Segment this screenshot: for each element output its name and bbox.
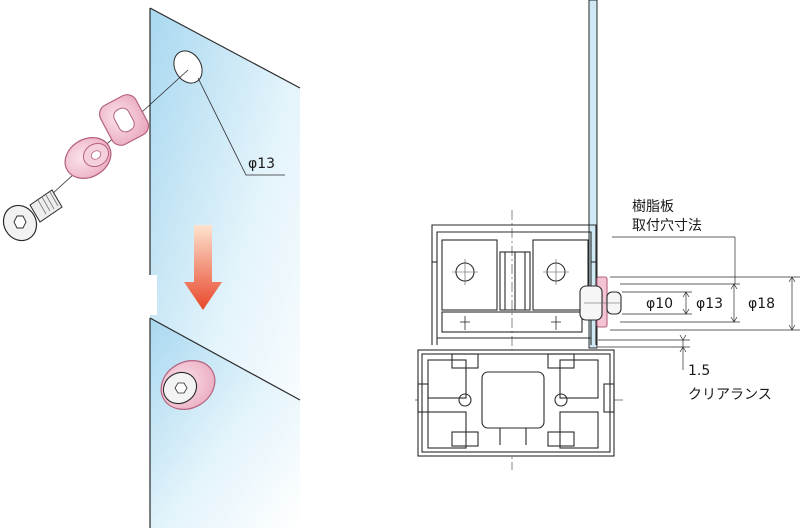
dim-phi13-label: φ13	[696, 296, 723, 312]
dimension-lines	[598, 236, 800, 370]
fastener-section	[579, 276, 622, 328]
section-view: 樹脂板 取付穴寸法 φ10 φ13 φ18 1.5 クリアランス	[415, 0, 800, 470]
button-head-bolt	[2, 189, 63, 242]
bracket-section	[431, 224, 597, 345]
dim-phi10-label: φ10	[646, 296, 673, 312]
assembled-fastener	[160, 360, 216, 410]
material-label-line1: 樹脂板	[632, 199, 674, 215]
dim-phi18-label: φ18	[748, 296, 775, 312]
material-label-line2: 取付穴寸法	[632, 218, 702, 234]
slot-plate	[98, 94, 150, 146]
hole-leader-line	[197, 77, 285, 176]
aluminum-profile-section	[417, 349, 615, 457]
resin-panel-section	[588, 0, 598, 349]
clearance-value-label: 1.5	[688, 363, 710, 379]
panel-hole	[173, 50, 203, 84]
flanged-washer	[64, 137, 112, 179]
exploded-view: φ13	[2, 7, 301, 528]
hole-diameter-label: φ13	[248, 156, 275, 172]
assembly-arrow-icon	[184, 225, 222, 310]
clearance-text-label: クリアランス	[688, 387, 772, 403]
